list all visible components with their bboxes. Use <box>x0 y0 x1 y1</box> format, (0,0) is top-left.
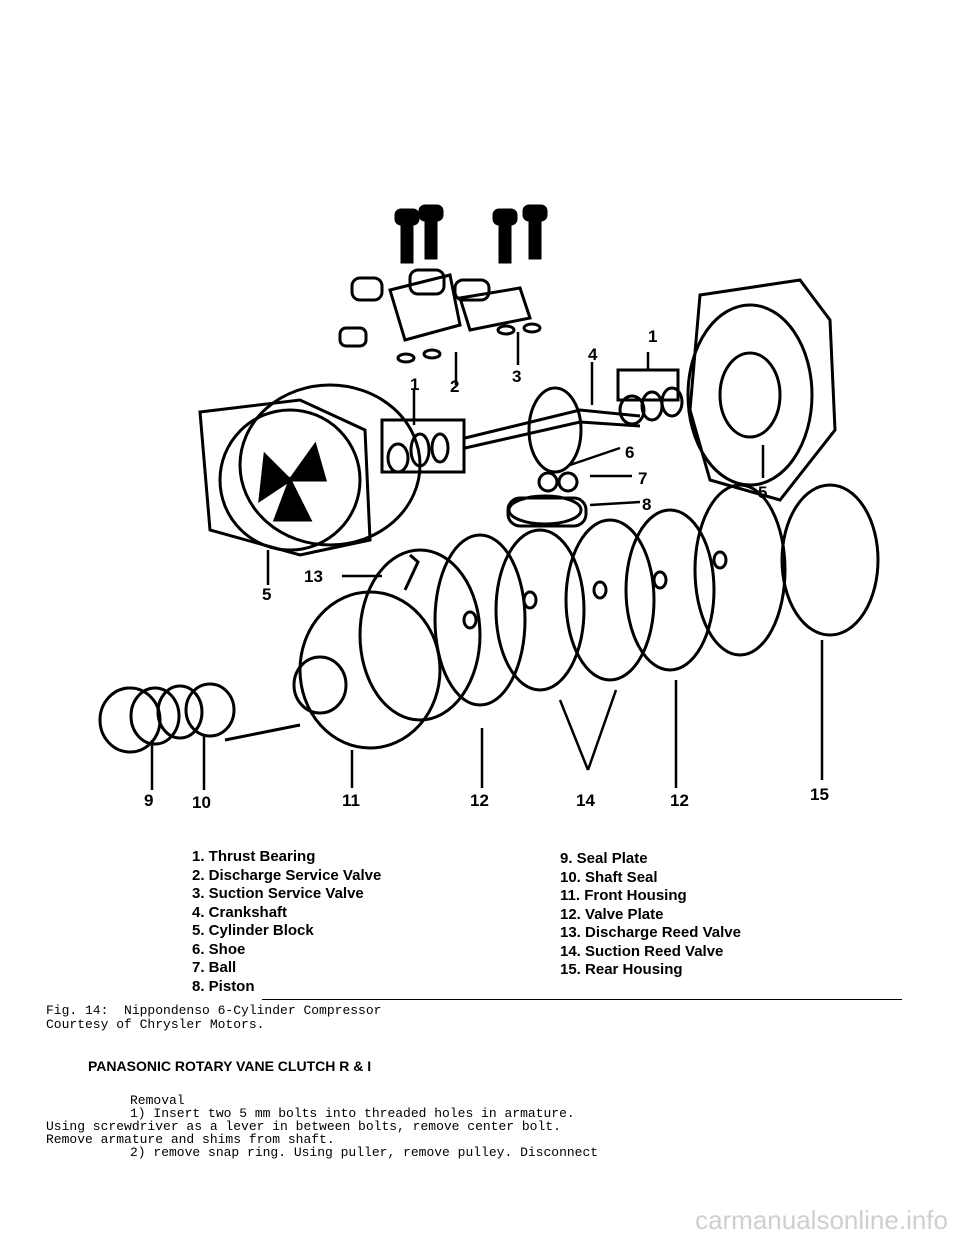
callout-5-left: 5 <box>262 585 271 604</box>
crankshaft <box>464 386 641 474</box>
legend-left-column: 1. Thrust Bearing 2. Discharge Service V… <box>192 848 381 996</box>
legend-item: 6. Shoe <box>192 940 246 958</box>
callout-2: 2 <box>450 377 459 396</box>
callout-7: 7 <box>638 469 647 488</box>
legend-right-column: 9. Seal Plate 10. Shaft Seal 11. Front H… <box>560 850 741 980</box>
callout-14: 14 <box>576 791 595 810</box>
figure-credit: Courtesy of Chrysler Motors. <box>46 1017 265 1032</box>
callout-15: 15 <box>810 785 829 804</box>
legend-item: 11. Front Housing <box>560 887 687 904</box>
callout-12a: 12 <box>470 791 489 810</box>
rear-housing-upper <box>686 278 837 502</box>
legend-item: 5. Cylinder Block <box>192 922 314 939</box>
callout-9: 9 <box>144 791 153 810</box>
valve-bolts <box>394 204 548 264</box>
callout-arrows <box>150 332 824 790</box>
callout-10: 10 <box>192 793 211 812</box>
procedure-line: Remove armature and shims from shaft. <box>46 1132 335 1147</box>
legend-item: 12. Valve Plate <box>560 905 664 923</box>
callout-13: 13 <box>304 567 323 586</box>
legend-item: 14. Suction Reed Valve <box>560 942 724 960</box>
procedure-subheading: Removal <box>130 1093 185 1108</box>
legend-item: 2. Discharge Service Valve <box>192 866 382 884</box>
legend-item: 4. Crankshaft <box>192 903 288 921</box>
callout-12b: 12 <box>670 791 689 810</box>
caption-divider <box>262 999 902 1000</box>
section-heading: PANASONIC ROTARY VANE CLUTCH R & I <box>88 1058 372 1074</box>
legend-item: 7. Ball <box>192 959 237 976</box>
callout-11: 11 <box>342 791 360 810</box>
legend-item: 1. Thrust Bearing <box>192 848 316 865</box>
legend-item: 13. Discharge Reed Valve <box>560 924 741 941</box>
callout-1b: 1 <box>410 375 419 394</box>
service-valves <box>338 268 542 364</box>
cylinder-block-left <box>198 383 422 557</box>
piston-shoe-ball <box>506 471 588 528</box>
legend-item: 3. Suction Service Valve <box>192 885 364 902</box>
site-watermark: carmanualsonline.info <box>695 1205 948 1235</box>
callout-1a: 1 <box>648 327 657 346</box>
figure-caption: Fig. 14: Nippondenso 6-Cylinder Compress… <box>46 1003 382 1018</box>
procedure-line: Using screwdriver as a lever in between … <box>46 1119 561 1134</box>
legend-item: 10. Shaft Seal <box>560 868 658 886</box>
compressor-exploded-diagram: 1 2 3 4 1 6 7 8 5 5 13 9 10 11 12 14 12 … <box>60 180 900 820</box>
lower-assembly <box>98 483 880 754</box>
removal-procedure: Removal 1) Insert two 5 mm bolts into th… <box>46 1094 598 1159</box>
legend-item: 8. Piston <box>192 977 255 995</box>
callout-3: 3 <box>512 367 521 386</box>
procedure-line: 2) remove snap ring. Using puller, remov… <box>130 1145 599 1160</box>
legend-item: 9. Seal Plate <box>560 850 648 867</box>
callout-4: 4 <box>588 345 598 364</box>
legend-item: 15. Rear Housing <box>560 961 683 978</box>
callout-8: 8 <box>642 495 651 514</box>
procedure-line: 1) Insert two 5 mm bolts into threaded h… <box>130 1106 575 1121</box>
callout-6: 6 <box>625 443 634 462</box>
callout-5-right: 5 <box>758 483 767 502</box>
